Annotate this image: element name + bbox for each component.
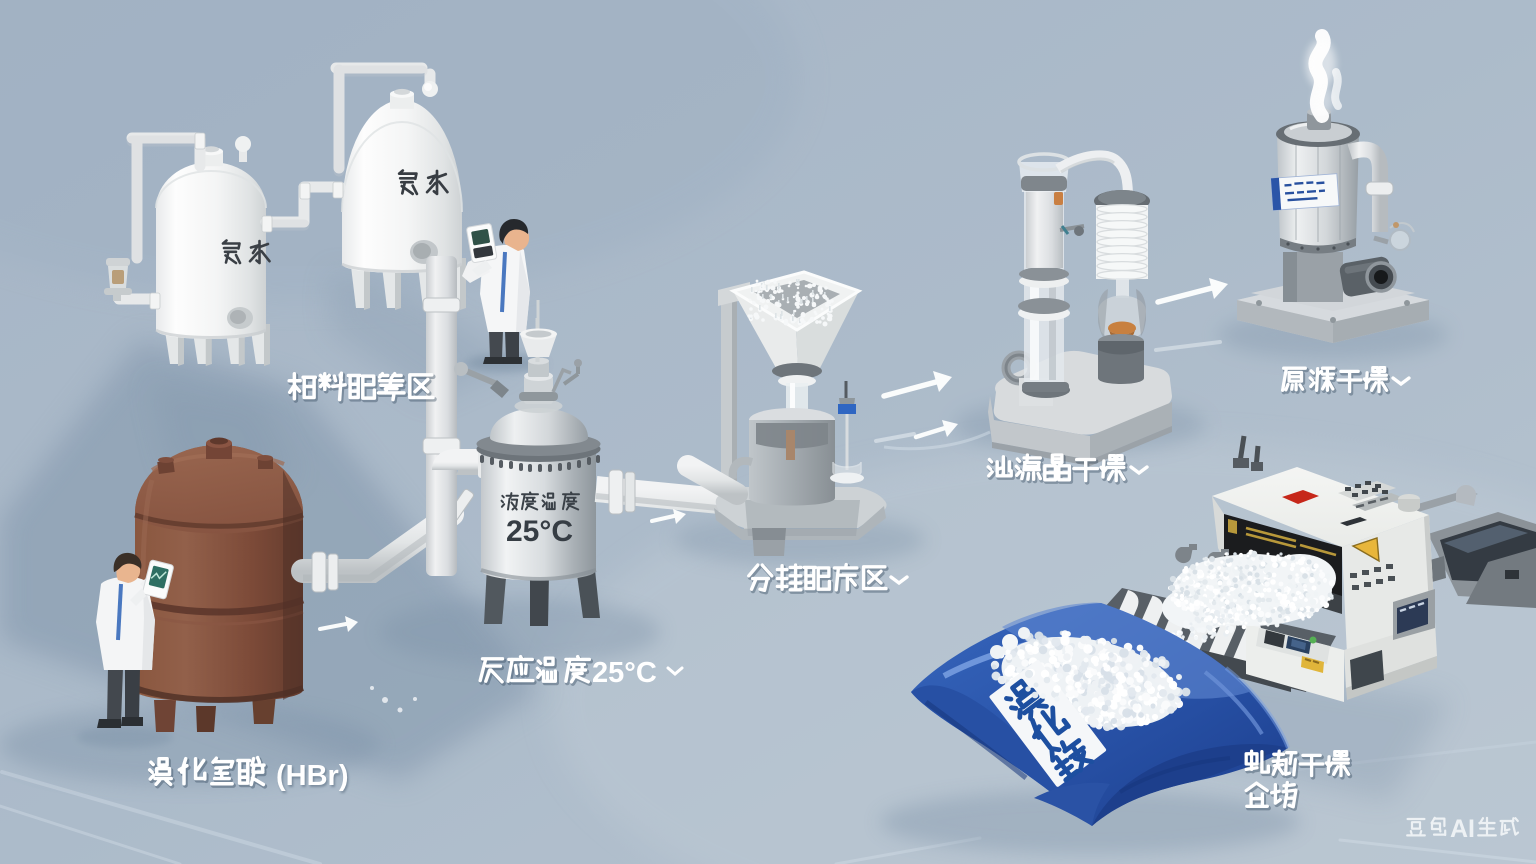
svg-text:25°C: 25°C: [506, 515, 573, 548]
svg-text:(HBr): (HBr): [276, 760, 349, 792]
svg-text:AI: AI: [1450, 815, 1475, 843]
svg-text:25°C: 25°C: [592, 657, 657, 689]
